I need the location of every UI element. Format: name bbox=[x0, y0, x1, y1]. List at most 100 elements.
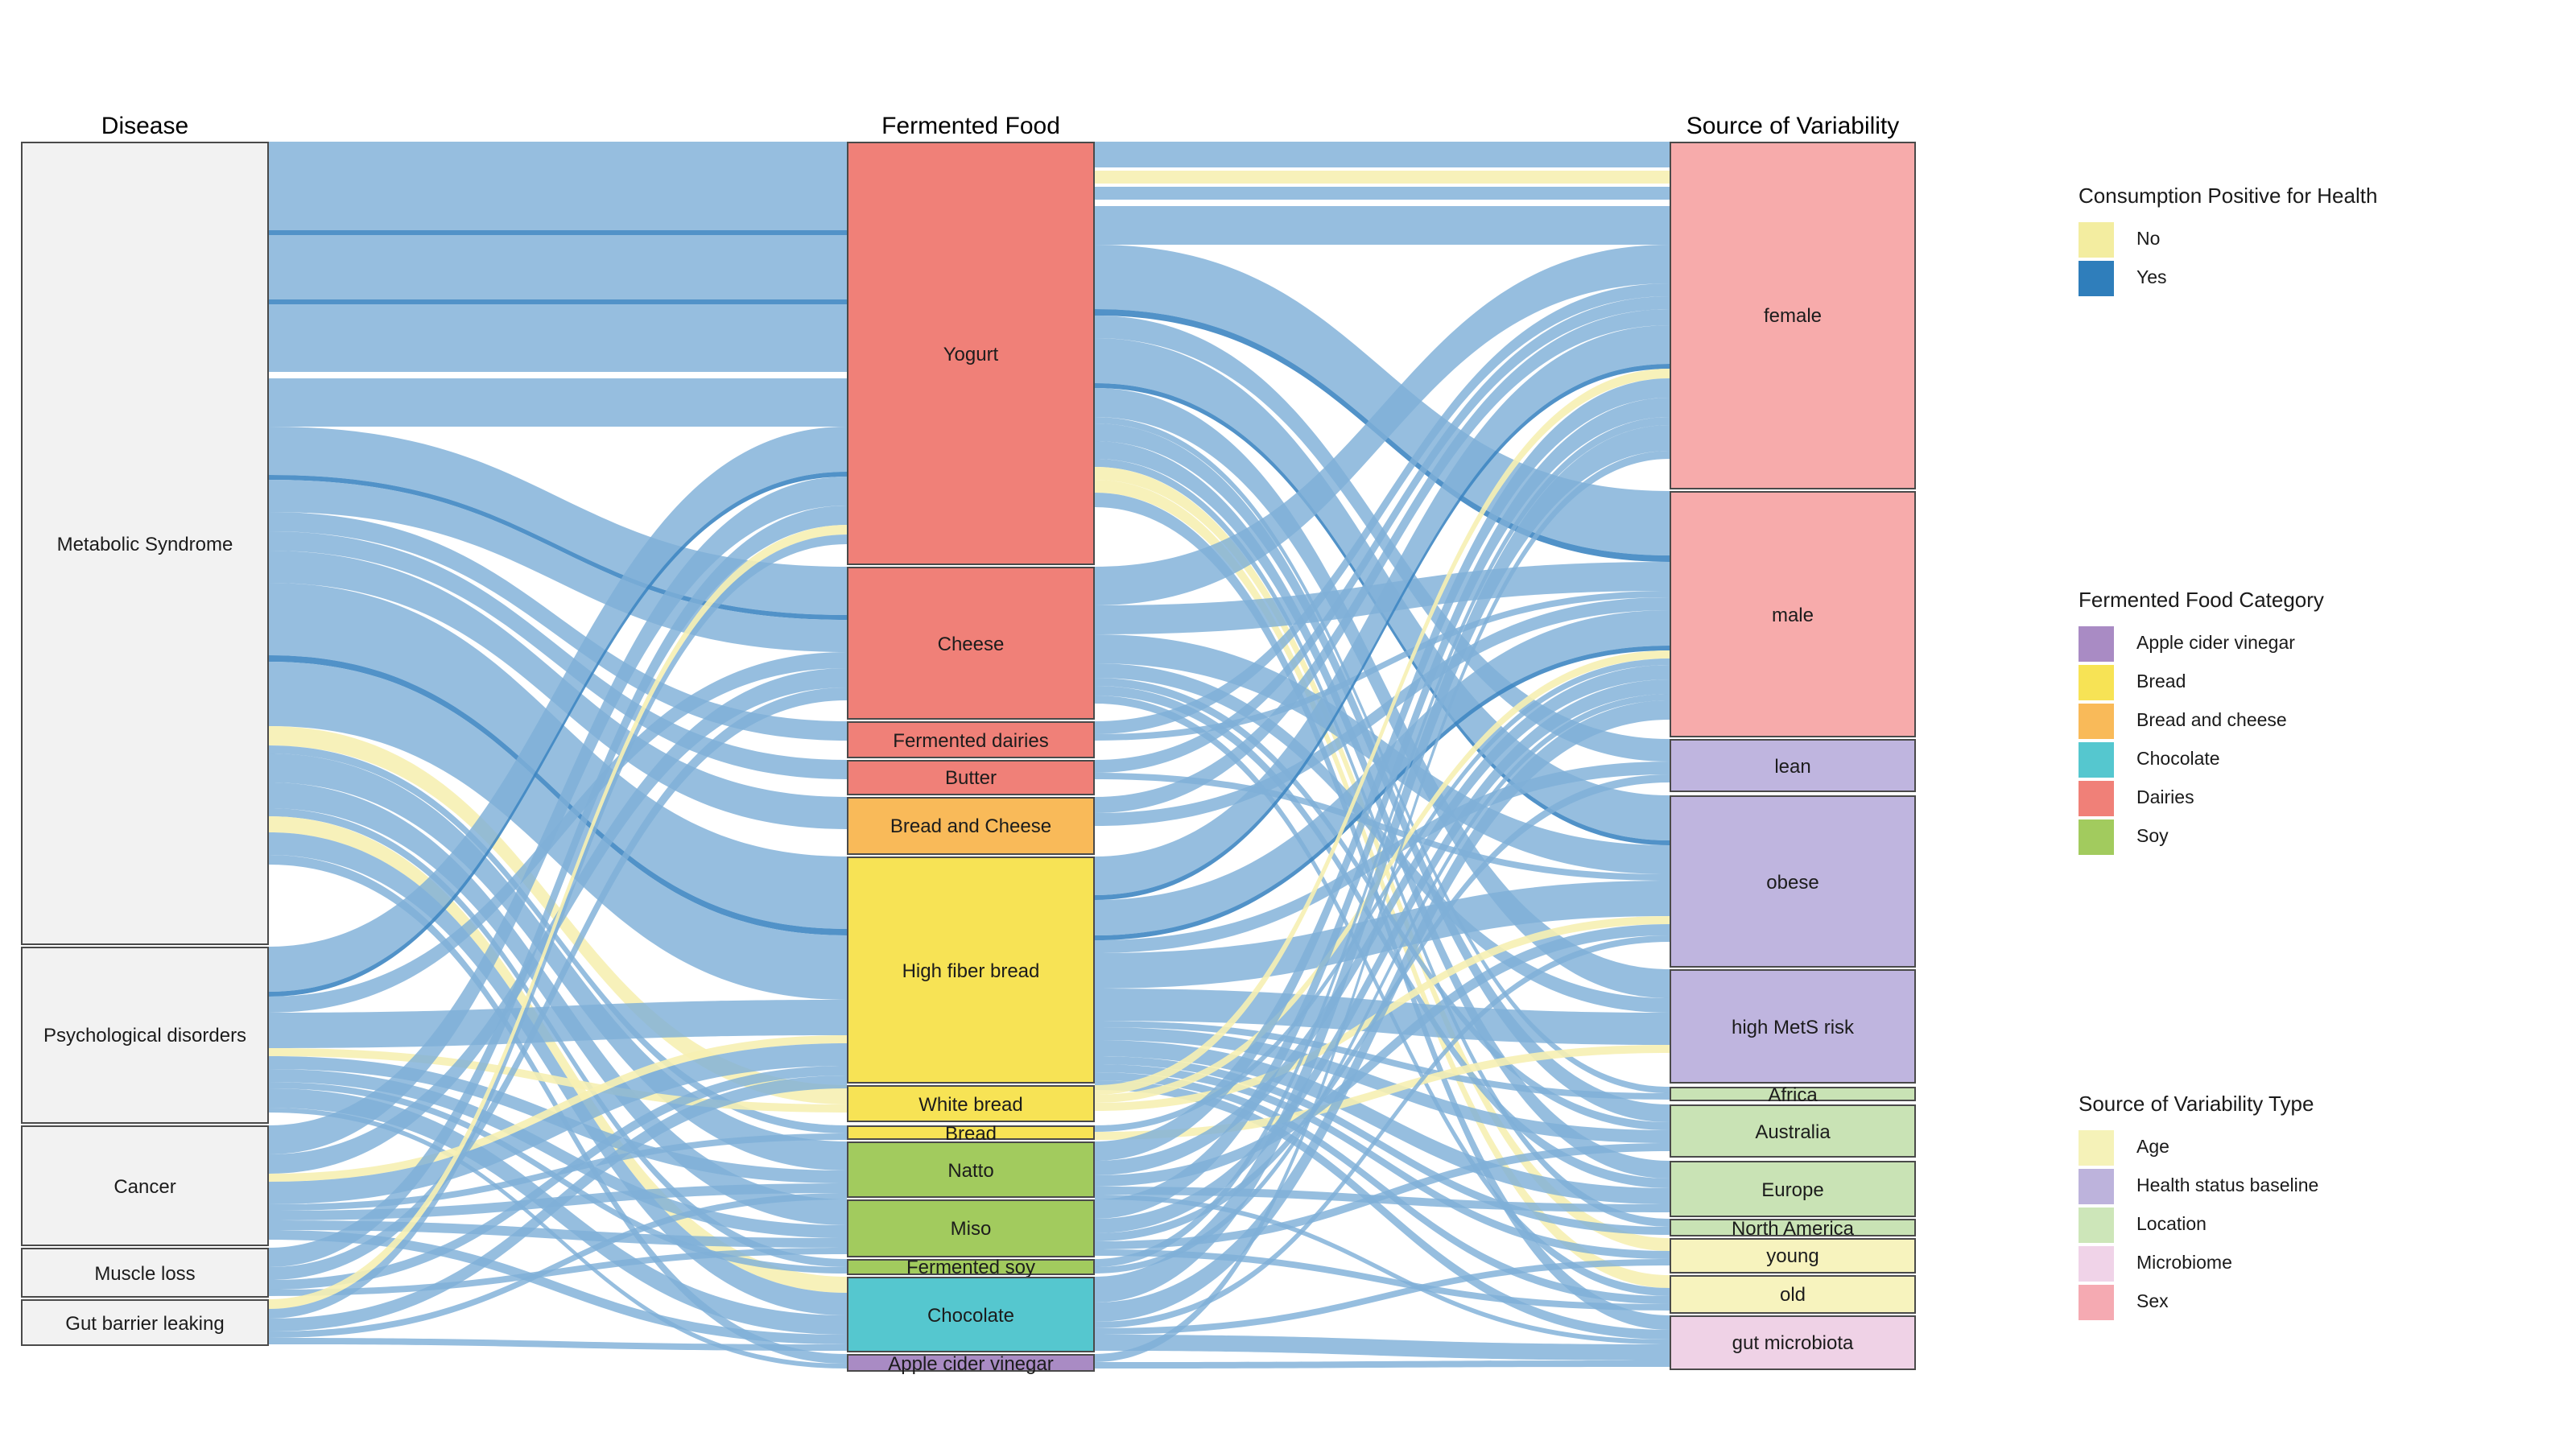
flow-ribbon[interactable] bbox=[269, 655, 847, 935]
flow-ribbon[interactable] bbox=[1095, 417, 1670, 1267]
flow-ribbon[interactable] bbox=[269, 378, 847, 427]
flow-ribbon[interactable] bbox=[269, 299, 847, 304]
flow-ribbon[interactable] bbox=[269, 304, 847, 372]
node-psychological-disorders[interactable]: Psychological disorders bbox=[21, 947, 269, 1124]
flow-ribbon[interactable] bbox=[1095, 398, 1670, 1219]
flow-ribbon[interactable] bbox=[1095, 206, 1670, 245]
node-australia[interactable]: Australia bbox=[1670, 1104, 1916, 1158]
node-bread-and-cheese[interactable]: Bread and Cheese bbox=[847, 797, 1095, 855]
flow-ribbon[interactable] bbox=[269, 1088, 847, 1335]
flow-ribbon[interactable] bbox=[269, 1043, 847, 1204]
flow-ribbon[interactable] bbox=[1095, 773, 1670, 881]
flow-ribbon[interactable] bbox=[269, 427, 847, 992]
node-old[interactable]: old bbox=[1670, 1275, 1916, 1314]
flow-ribbon[interactable] bbox=[269, 782, 847, 1225]
flow-ribbon[interactable] bbox=[1095, 1045, 1670, 1140]
node-europe[interactable]: Europe bbox=[1670, 1161, 1916, 1217]
node-north-america[interactable]: North America bbox=[1670, 1218, 1916, 1237]
flow-ribbon[interactable] bbox=[269, 1230, 847, 1344]
flow-ribbon[interactable] bbox=[269, 531, 847, 779]
node-cheese[interactable]: Cheese bbox=[847, 567, 1095, 720]
node-fermented-dairies[interactable]: Fermented dairies bbox=[847, 721, 1095, 758]
flow-ribbon[interactable] bbox=[269, 687, 847, 1280]
flow-ribbon[interactable] bbox=[269, 477, 847, 1154]
flow-ribbon[interactable] bbox=[1095, 1249, 1670, 1311]
flow-ribbon[interactable] bbox=[1095, 378, 1670, 1161]
flow-ribbon[interactable] bbox=[1095, 325, 1670, 895]
flow-ribbon[interactable] bbox=[1095, 658, 1670, 1132]
flow-ribbon[interactable] bbox=[269, 583, 847, 929]
flow-ribbon[interactable] bbox=[1095, 1259, 1670, 1335]
flow-ribbon[interactable] bbox=[269, 230, 847, 235]
node-gut-microbiota[interactable]: gut microbiota bbox=[1670, 1315, 1916, 1370]
flow-ribbon[interactable] bbox=[1095, 187, 1670, 200]
node-butter[interactable]: Butter bbox=[847, 760, 1095, 795]
node-miso[interactable]: Miso bbox=[847, 1199, 1095, 1257]
flow-ribbon[interactable] bbox=[269, 512, 847, 741]
flow-ribbon[interactable] bbox=[269, 1075, 847, 1331]
flow-ribbon[interactable] bbox=[1095, 881, 1670, 989]
node-chocolate[interactable]: Chocolate bbox=[847, 1277, 1095, 1352]
node-africa[interactable]: Africa bbox=[1670, 1084, 1916, 1104]
flow-ribbon[interactable] bbox=[1095, 700, 1670, 1322]
flow-ribbon[interactable] bbox=[269, 1338, 847, 1351]
node-young[interactable]: young bbox=[1670, 1238, 1916, 1274]
flow-ribbon[interactable] bbox=[1095, 142, 1670, 167]
flow-ribbon[interactable] bbox=[1095, 369, 1670, 1095]
node-lean[interactable]: lean bbox=[1670, 739, 1916, 792]
flow-ribbon[interactable] bbox=[269, 1000, 847, 1048]
flow-ribbon[interactable] bbox=[269, 1048, 847, 1113]
flow-ribbon[interactable] bbox=[1095, 1080, 1670, 1340]
flow-ribbon[interactable] bbox=[269, 1193, 847, 1338]
flow-ribbon[interactable] bbox=[1095, 696, 1670, 1296]
flow-ribbon[interactable] bbox=[269, 475, 847, 620]
flow-ribbon[interactable] bbox=[269, 1133, 847, 1211]
node-metabolic-syndrome[interactable]: Metabolic Syndrome bbox=[21, 142, 269, 945]
node-yogurt[interactable]: Yogurt bbox=[847, 142, 1095, 565]
flow-ribbon[interactable] bbox=[269, 832, 847, 1315]
flow-ribbon[interactable] bbox=[269, 652, 847, 1013]
flow-ribbon[interactable] bbox=[269, 745, 847, 1133]
flow-ribbon[interactable] bbox=[1095, 1335, 1670, 1360]
flow-ribbon[interactable] bbox=[1095, 646, 1670, 940]
flow-ribbon[interactable] bbox=[1095, 364, 1670, 900]
flow-ribbon[interactable] bbox=[269, 1035, 847, 1182]
node-gut-barrier-leaking[interactable]: Gut barrier leaking bbox=[21, 1299, 269, 1346]
flow-ribbon[interactable] bbox=[1095, 1027, 1670, 1143]
flow-ribbon[interactable] bbox=[1095, 597, 1670, 826]
flow-ribbon[interactable] bbox=[1095, 591, 1670, 741]
flow-ribbon[interactable] bbox=[1095, 480, 1670, 1288]
node-high-fiber-bread[interactable]: High fiber bread bbox=[847, 857, 1095, 1084]
flow-ribbon[interactable] bbox=[269, 753, 847, 1170]
flow-ribbon[interactable] bbox=[1095, 679, 1670, 1233]
flow-ribbon[interactable] bbox=[269, 535, 847, 1319]
flow-ribbon[interactable] bbox=[1095, 924, 1670, 1187]
flow-ribbon[interactable] bbox=[269, 472, 847, 997]
node-fermented-soy[interactable]: Fermented soy bbox=[847, 1257, 1095, 1277]
flow-ribbon[interactable] bbox=[1095, 1056, 1670, 1235]
flow-ribbon[interactable] bbox=[269, 816, 847, 1293]
flow-ribbon[interactable] bbox=[269, 235, 847, 299]
flow-ribbon[interactable] bbox=[269, 525, 847, 1309]
flow-ribbon[interactable] bbox=[1095, 1360, 1670, 1368]
flow-ribbon[interactable] bbox=[1095, 388, 1670, 998]
flow-ribbon[interactable] bbox=[1095, 634, 1670, 874]
node-female[interactable]: female bbox=[1670, 142, 1916, 489]
flow-ribbon[interactable] bbox=[1095, 425, 1670, 1302]
node-high-mets-risk[interactable]: high MetS risk bbox=[1670, 969, 1916, 1084]
flow-ribbon[interactable] bbox=[1095, 665, 1670, 1175]
node-muscle-loss[interactable]: Muscle loss bbox=[21, 1248, 269, 1298]
flow-ribbon[interactable] bbox=[269, 1069, 847, 1238]
flow-ribbon[interactable] bbox=[269, 1066, 847, 1290]
node-bread[interactable]: Bread bbox=[847, 1123, 1095, 1142]
node-male[interactable]: male bbox=[1670, 491, 1916, 737]
flow-ribbon[interactable] bbox=[1095, 935, 1670, 1328]
flow-ribbon[interactable] bbox=[1095, 1143, 1670, 1249]
flow-ribbon[interactable] bbox=[1095, 1195, 1670, 1344]
flow-ribbon[interactable] bbox=[1095, 493, 1670, 1330]
flow-ribbon[interactable] bbox=[1095, 309, 1670, 813]
flow-ribbon[interactable] bbox=[1095, 245, 1670, 605]
node-cancer[interactable]: Cancer bbox=[21, 1125, 269, 1246]
flow-ribbon[interactable] bbox=[1095, 1072, 1670, 1304]
flow-ribbon[interactable] bbox=[1095, 283, 1670, 734]
